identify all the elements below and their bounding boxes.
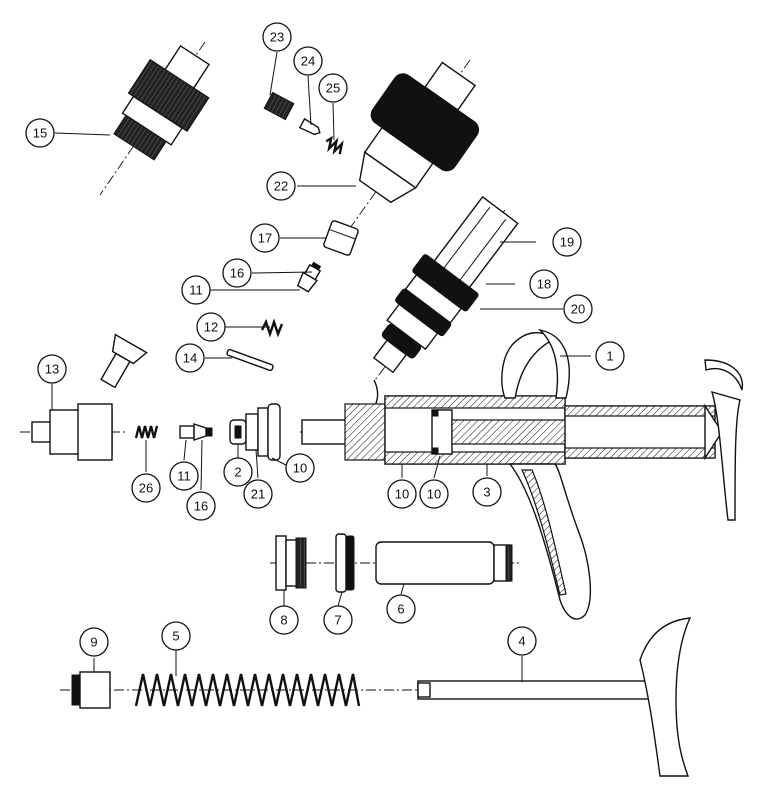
part-17-nut (323, 220, 359, 256)
callout-10c: 10 (419, 479, 449, 509)
svg-text:8: 8 (280, 613, 287, 628)
svg-text:1: 1 (606, 349, 613, 364)
part-26-spring (134, 425, 159, 439)
svg-text:2: 2 (234, 465, 241, 480)
callout-25: 25 (318, 73, 348, 103)
part-12-spring (260, 318, 284, 338)
callout-8: 8 (269, 605, 299, 635)
part-13-body (20, 333, 148, 461)
part-14-pin (226, 348, 274, 372)
callout-12: 12 (196, 312, 226, 342)
svg-text:12: 12 (204, 320, 218, 335)
svg-text:9: 9 (90, 635, 97, 650)
callout-2: 2 (223, 457, 253, 487)
svg-text:17: 17 (258, 231, 272, 246)
callout-21: 21 (243, 479, 273, 509)
svg-text:15: 15 (33, 126, 47, 141)
svg-text:18: 18 (537, 277, 551, 292)
svg-text:4: 4 (518, 634, 525, 649)
callout-15: 15 (25, 118, 55, 148)
svg-text:19: 19 (560, 235, 574, 250)
svg-text:3: 3 (483, 485, 490, 500)
parts-23-24-25 (263, 91, 344, 156)
callout-19: 19 (552, 227, 582, 257)
callout-26: 26 (131, 473, 161, 503)
parts-8-7-6 (270, 533, 520, 593)
callout-3: 3 (472, 477, 502, 507)
parts-9-5-4 (60, 617, 692, 777)
callout-22: 22 (266, 171, 296, 201)
callout-1: 1 (595, 341, 625, 371)
main-body-section (300, 328, 743, 620)
callout-13: 13 (37, 354, 67, 384)
callout-10b: 10 (387, 479, 417, 509)
svg-text:23: 23 (270, 30, 284, 45)
callout-7: 7 (323, 605, 353, 635)
leader-lines (51, 51, 591, 682)
part-15-adapter (99, 41, 211, 196)
svg-text:11: 11 (189, 283, 203, 298)
part-16-valve-upper (296, 261, 322, 293)
part-19-18-20-arm-assembly (371, 195, 519, 413)
svg-text:10: 10 (395, 487, 409, 502)
callout-24: 24 (293, 46, 323, 76)
svg-text:20: 20 (571, 302, 585, 317)
callout-17: 17 (250, 223, 280, 253)
svg-text:13: 13 (45, 362, 59, 377)
svg-text:10: 10 (427, 487, 441, 502)
callout-9: 9 (79, 627, 109, 657)
callout-10a: 10 (285, 453, 315, 483)
part-22-nozzle-housing (344, 59, 479, 236)
callout-5: 5 (161, 621, 191, 651)
svg-text:5: 5 (172, 629, 179, 644)
callout-11b: 11 (169, 461, 199, 491)
callout-20: 20 (563, 294, 593, 324)
svg-text:10: 10 (293, 461, 307, 476)
callouts: 1 2 3 4 5 6 7 8 9 10 10 10 11 11 12 13 1… (25, 22, 625, 657)
part-2-21-10 (229, 403, 281, 461)
svg-text:16: 16 (230, 266, 244, 281)
svg-text:26: 26 (139, 481, 153, 496)
svg-text:16: 16 (194, 499, 208, 514)
callout-4: 4 (507, 626, 537, 656)
callout-6: 6 (386, 594, 416, 624)
svg-text:14: 14 (183, 351, 197, 366)
callout-18: 18 (529, 269, 559, 299)
svg-text:25: 25 (326, 81, 340, 96)
callout-11a: 11 (181, 275, 211, 305)
svg-text:22: 22 (274, 179, 288, 194)
callout-23: 23 (262, 22, 292, 52)
svg-text:21: 21 (251, 487, 265, 502)
callout-16a: 16 (222, 258, 252, 288)
callout-14: 14 (175, 343, 205, 373)
svg-text:7: 7 (334, 613, 341, 628)
svg-text:11: 11 (177, 469, 191, 484)
svg-text:24: 24 (301, 54, 315, 69)
part-11-16-valve-lower (179, 423, 213, 441)
svg-text:6: 6 (397, 602, 404, 617)
callout-16b: 16 (186, 491, 216, 521)
